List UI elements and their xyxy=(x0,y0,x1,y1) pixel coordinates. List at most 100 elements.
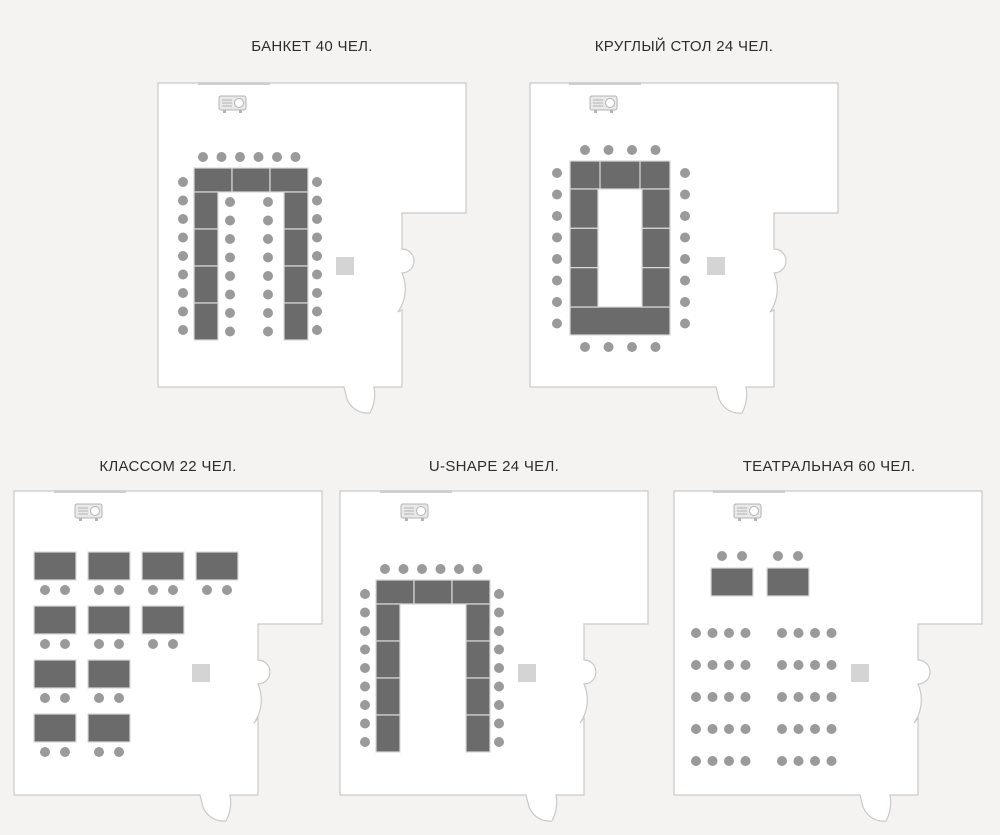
chair xyxy=(263,271,273,281)
table xyxy=(375,714,401,753)
chair xyxy=(552,189,562,200)
chair xyxy=(603,145,614,155)
chair xyxy=(290,152,301,162)
chair xyxy=(580,342,590,352)
chair xyxy=(552,318,562,329)
table xyxy=(599,160,641,190)
chair xyxy=(312,214,322,224)
chair xyxy=(360,718,370,729)
chair xyxy=(312,232,322,243)
chair xyxy=(707,628,718,638)
table xyxy=(193,265,219,304)
chair xyxy=(740,756,751,766)
chair xyxy=(263,326,273,337)
chair xyxy=(724,628,734,638)
room-outline xyxy=(157,82,467,414)
column-icon xyxy=(707,257,725,275)
table xyxy=(641,227,671,269)
chair xyxy=(680,318,690,329)
chair xyxy=(691,756,701,766)
table xyxy=(269,167,309,193)
chair xyxy=(148,585,158,595)
chair xyxy=(680,168,690,178)
layout-title-round-table: КРУГЛЫЙ СТОЛ 24 ЧЕЛ. xyxy=(594,38,774,55)
chair xyxy=(225,271,235,281)
chair xyxy=(225,308,235,318)
chair xyxy=(225,215,235,226)
chair xyxy=(773,551,783,561)
room-outline xyxy=(339,490,649,822)
chair xyxy=(777,756,787,766)
chair xyxy=(114,639,124,649)
table xyxy=(710,567,754,597)
chair xyxy=(360,589,370,599)
table xyxy=(569,188,599,229)
table xyxy=(141,551,185,581)
chair xyxy=(826,724,837,734)
table xyxy=(283,191,309,230)
table xyxy=(231,167,271,193)
chair xyxy=(472,564,483,574)
chair xyxy=(40,693,50,703)
projector-icon xyxy=(733,503,762,521)
column-icon xyxy=(336,257,354,275)
screen xyxy=(713,490,785,493)
chair xyxy=(312,177,322,187)
chair xyxy=(114,747,124,757)
chair xyxy=(810,724,820,734)
screen xyxy=(380,490,452,493)
chair xyxy=(691,692,701,702)
chair xyxy=(178,251,188,261)
chair xyxy=(650,342,661,352)
chair xyxy=(680,275,690,286)
chair xyxy=(40,585,50,595)
chair xyxy=(552,254,562,264)
chair xyxy=(312,288,322,298)
chair xyxy=(263,252,273,263)
chair xyxy=(552,168,562,178)
chair xyxy=(494,589,504,599)
chair xyxy=(148,639,158,649)
chair xyxy=(178,306,188,317)
plan-banquet xyxy=(157,82,467,414)
chair xyxy=(178,177,188,187)
chair xyxy=(826,756,837,766)
chair xyxy=(114,585,124,595)
chair xyxy=(724,756,734,766)
table xyxy=(641,188,671,229)
chair xyxy=(263,234,273,244)
chair xyxy=(793,660,804,670)
projector-icon xyxy=(400,503,429,521)
chair xyxy=(737,551,747,561)
chair xyxy=(360,737,370,747)
table xyxy=(766,567,810,597)
chair xyxy=(435,564,446,574)
chair xyxy=(494,681,504,692)
chair xyxy=(680,297,690,307)
chair xyxy=(707,724,718,734)
chair xyxy=(60,747,70,757)
chair xyxy=(494,737,504,747)
chair xyxy=(202,585,212,595)
column-icon xyxy=(851,664,869,682)
chair xyxy=(740,692,751,702)
table xyxy=(141,605,185,635)
chair xyxy=(650,145,661,155)
chair xyxy=(225,252,235,263)
table xyxy=(283,228,309,267)
chair xyxy=(691,724,701,734)
table xyxy=(569,227,599,269)
table xyxy=(193,302,219,341)
chair xyxy=(360,663,370,673)
chair xyxy=(222,585,232,595)
chair xyxy=(552,297,562,307)
table xyxy=(413,579,453,605)
chair xyxy=(707,692,718,702)
chair xyxy=(826,660,837,670)
chair xyxy=(178,232,188,243)
chair xyxy=(680,232,690,243)
chair xyxy=(253,152,264,162)
projector-icon xyxy=(589,95,618,113)
table xyxy=(33,551,77,581)
chair xyxy=(225,326,235,337)
